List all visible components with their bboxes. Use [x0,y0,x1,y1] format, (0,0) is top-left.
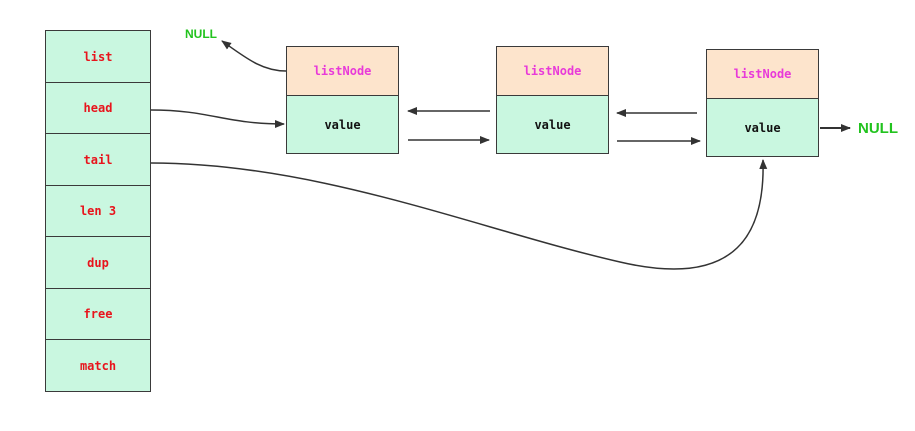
list-node-3: listNode value [706,49,819,157]
list-field-tail: tail [45,133,151,186]
tail-pointer-arrow [150,159,768,270]
list-field-dup: dup [45,236,151,289]
field-label: list [83,49,113,64]
node-header: listNode [496,46,609,96]
node-value: value [534,117,571,132]
list-field-head: head [45,81,151,135]
null-right-label: NULL [858,120,898,137]
head-pointer-arrow [150,109,285,128]
list-node-2: listNode value [496,46,609,154]
field-label: head [83,101,113,115]
field-label: dup [87,255,109,270]
field-label: len 3 [79,204,117,218]
list-struct: list head tail len 3 dup free match [45,30,151,392]
list-field-match: match [45,339,151,392]
field-label: tail [83,152,113,167]
list-field-len: len 3 [45,184,151,238]
node-value-box: value [706,99,819,157]
node-title: listNode [313,64,372,78]
list-field-free: free [45,287,151,341]
null-left-label: NULL [185,27,217,41]
field-label: match [79,358,117,373]
prev-null-arrow [221,40,287,72]
node-header: listNode [706,49,819,99]
node-title: listNode [733,67,792,81]
field-label: free [83,307,113,321]
list-node-1: listNode value [286,46,399,154]
node-value: value [324,117,361,132]
node-title: listNode [523,64,582,78]
node-header: listNode [286,46,399,96]
list-field-list: list [45,30,151,83]
node-value: value [744,120,781,135]
node-value-box: value [286,96,399,154]
node-value-box: value [496,96,609,154]
